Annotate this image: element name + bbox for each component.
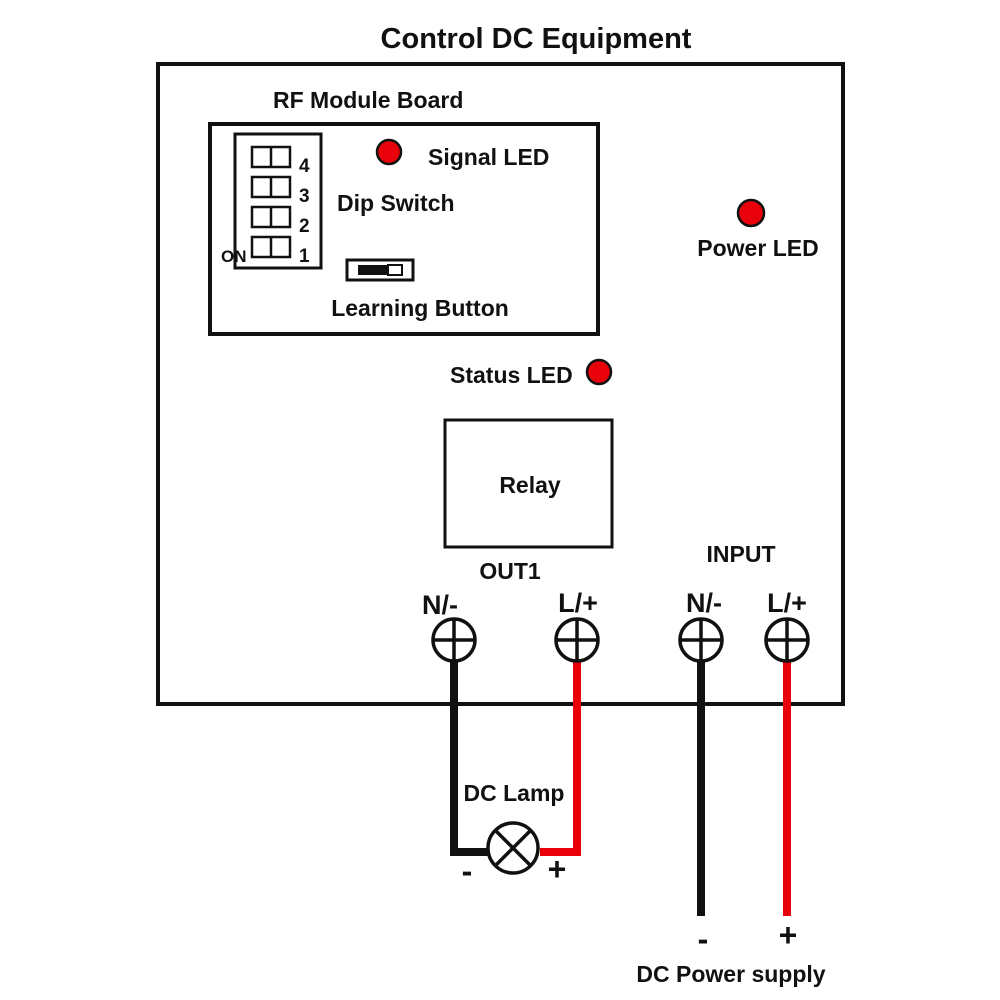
input-pos-label: L/+	[767, 588, 807, 618]
dip-number: 2	[299, 216, 310, 237]
learning-button[interactable]	[345, 258, 415, 282]
dc-power-supply-label: DC Power supply	[636, 961, 825, 987]
input-neg-label: N/-	[686, 588, 722, 618]
dip-on-label: ON	[221, 247, 247, 266]
dip-number: 3	[299, 186, 310, 207]
signal-led-label: Signal LED	[428, 144, 549, 170]
dip-switch-toggle[interactable]	[250, 235, 292, 259]
supply-negative-sign: -	[698, 921, 709, 957]
status-led	[585, 358, 613, 386]
out1-label: OUT1	[479, 558, 541, 584]
dip-number: 4	[299, 156, 310, 177]
lamp-positive-sign: +	[548, 851, 567, 887]
out1-pos-label: L/+	[558, 588, 598, 618]
dip-switch-toggle[interactable]	[250, 205, 292, 229]
dip-number: 1	[299, 246, 310, 267]
input-label: INPUT	[707, 541, 776, 567]
learning-button-label: Learning Button	[331, 295, 509, 321]
status-led-label: Status LED	[450, 362, 573, 388]
diagram-title: Control DC Equipment	[381, 23, 692, 55]
signal-led	[375, 138, 403, 166]
power-led	[736, 198, 766, 228]
dip-switch-housing	[233, 132, 323, 270]
equipment-enclosure	[156, 62, 845, 706]
rf-module-title: RF Module Board	[273, 87, 463, 113]
lamp-positive-wire	[540, 658, 581, 856]
lamp-negative-wire	[450, 658, 488, 856]
dip-switch[interactable]: 4 3 2 1 ON	[221, 132, 323, 270]
terminal-out1-pos	[554, 617, 600, 663]
out1-neg-label: N/-	[422, 590, 458, 620]
dc-lamp-label: DC Lamp	[464, 780, 565, 806]
dip-switch-toggle[interactable]	[250, 145, 292, 169]
dip-switch-toggle[interactable]	[250, 175, 292, 199]
terminal-input-pos	[764, 617, 810, 663]
dip-switch-label: Dip Switch	[337, 190, 455, 216]
lamp-negative-sign: -	[462, 853, 473, 889]
power-led-label: Power LED	[697, 235, 818, 261]
relay	[443, 418, 614, 549]
rf-module-board	[208, 122, 600, 336]
lamp-icon	[486, 821, 540, 875]
terminal-out1-neg	[431, 617, 477, 663]
relay-label: Relay	[499, 472, 561, 498]
supply-positive-sign: +	[779, 917, 798, 953]
terminal-input-neg	[678, 617, 724, 663]
